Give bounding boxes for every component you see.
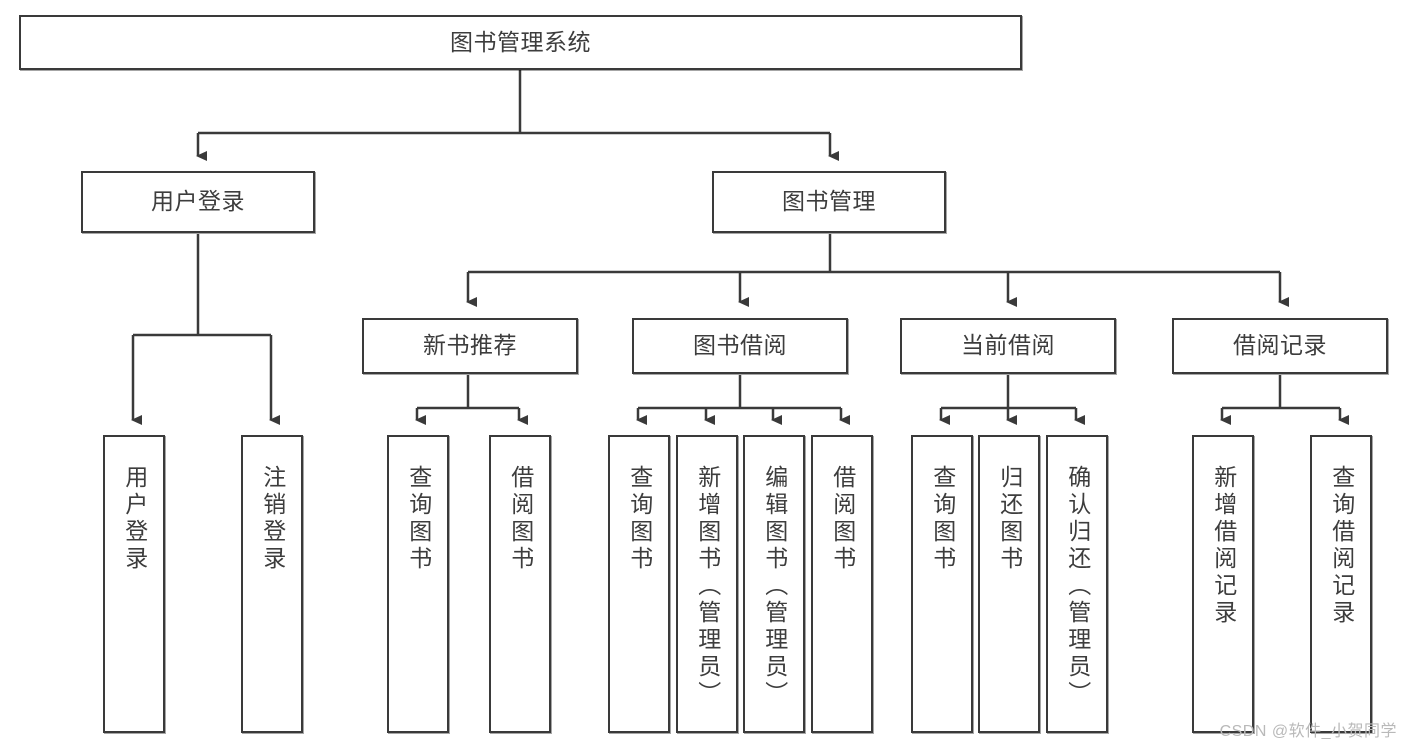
leaf-bookborrow-edit-book[interactable]: 编辑图书（管理员） bbox=[743, 435, 805, 733]
leaf-bookborrow-edit-book-label: 编辑图书（管理员） bbox=[761, 465, 788, 708]
leaf-newbook-query-book-label: 查询图书 bbox=[405, 465, 432, 573]
leaf-borrowrecord-query-record[interactable]: 查询借阅记录 bbox=[1310, 435, 1372, 733]
leaf-borrowrecord-query-record-label: 查询借阅记录 bbox=[1328, 465, 1355, 627]
leaf-currentborrow-confirm-return[interactable]: 确认归还（管理员） bbox=[1046, 435, 1108, 733]
leaf-newbook-borrow-book-label: 借阅图书 bbox=[507, 465, 534, 573]
leaf-user-login[interactable]: 用户登录 bbox=[103, 435, 165, 733]
node-user-login-label: 用户登录 bbox=[151, 188, 245, 215]
node-borrow-record[interactable]: 借阅记录 bbox=[1172, 318, 1388, 374]
leaf-newbook-borrow-book[interactable]: 借阅图书 bbox=[489, 435, 551, 733]
leaf-borrowrecord-add-record[interactable]: 新增借阅记录 bbox=[1192, 435, 1254, 733]
leaf-newbook-query-book[interactable]: 查询图书 bbox=[387, 435, 449, 733]
leaf-user-login-label: 用户登录 bbox=[121, 465, 148, 573]
node-current-borrow-label: 当前借阅 bbox=[961, 332, 1055, 359]
csdn-watermark: CSDN @软件_小贺同学 bbox=[1219, 723, 1397, 740]
leaf-bookborrow-borrow-book[interactable]: 借阅图书 bbox=[811, 435, 873, 733]
node-current-borrow[interactable]: 当前借阅 bbox=[900, 318, 1116, 374]
node-root[interactable]: 图书管理系统 bbox=[19, 15, 1022, 70]
node-borrow-record-label: 借阅记录 bbox=[1233, 332, 1327, 359]
node-user-login[interactable]: 用户登录 bbox=[81, 171, 315, 233]
node-book-borrow[interactable]: 图书借阅 bbox=[632, 318, 848, 374]
node-book-management-label: 图书管理 bbox=[782, 188, 876, 215]
node-new-book-recommend[interactable]: 新书推荐 bbox=[362, 318, 578, 374]
leaf-logout[interactable]: 注销登录 bbox=[241, 435, 303, 733]
leaf-bookborrow-add-book[interactable]: 新增图书（管理员） bbox=[676, 435, 738, 733]
node-book-management[interactable]: 图书管理 bbox=[712, 171, 946, 233]
leaf-bookborrow-borrow-book-label: 借阅图书 bbox=[829, 465, 856, 573]
leaf-bookborrow-query-book-label: 查询图书 bbox=[626, 465, 653, 573]
node-new-book-recommend-label: 新书推荐 bbox=[423, 332, 517, 359]
leaf-currentborrow-return-book-label: 归还图书 bbox=[996, 465, 1023, 573]
leaf-currentborrow-query-book-label: 查询图书 bbox=[929, 465, 956, 573]
leaf-borrowrecord-add-record-label: 新增借阅记录 bbox=[1210, 465, 1237, 627]
leaf-logout-label: 注销登录 bbox=[259, 465, 286, 573]
leaf-bookborrow-query-book[interactable]: 查询图书 bbox=[608, 435, 670, 733]
leaf-currentborrow-query-book[interactable]: 查询图书 bbox=[911, 435, 973, 733]
leaf-currentborrow-confirm-return-label: 确认归还（管理员） bbox=[1064, 465, 1091, 708]
leaf-currentborrow-return-book[interactable]: 归还图书 bbox=[978, 435, 1040, 733]
node-book-borrow-label: 图书借阅 bbox=[693, 332, 787, 359]
leaf-bookborrow-add-book-label: 新增图书（管理员） bbox=[694, 465, 721, 708]
node-root-label: 图书管理系统 bbox=[450, 28, 591, 55]
